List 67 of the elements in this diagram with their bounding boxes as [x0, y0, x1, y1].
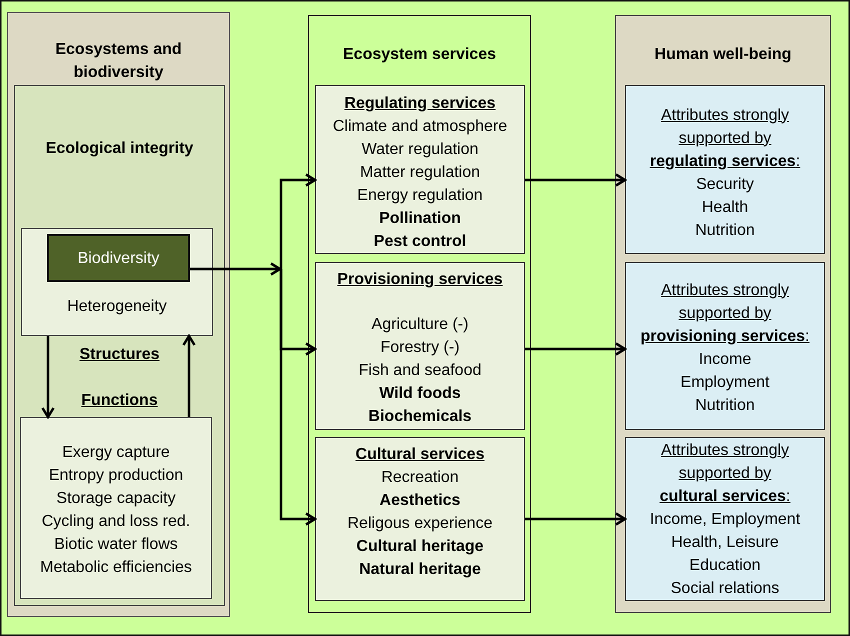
box-label: Biodiversity [78, 248, 160, 268]
list-item: Income, Employment [650, 510, 800, 530]
arrow [41, 336, 55, 418]
list-item: Education [689, 556, 761, 576]
arrow [525, 173, 626, 187]
list-item: Recreation [381, 468, 459, 488]
text-box [21, 228, 213, 336]
section-heading: Regulating services [344, 94, 496, 114]
list-item: Energy regulation [357, 186, 483, 206]
section-heading: Structures [79, 344, 160, 364]
section-heading: Provisioning services [337, 270, 503, 290]
list-item: Health [702, 198, 748, 218]
section-heading: Functions [81, 390, 158, 410]
text-box [315, 85, 525, 254]
list-item: Biotic water flows [54, 534, 178, 554]
list-item: Pollination [379, 208, 461, 228]
section-heading: Attributes strongly supported by regulating services: [648, 106, 802, 172]
list-item: Exergy capture [62, 442, 170, 462]
section-heading: Cultural services [356, 444, 484, 464]
section-heading: Attributes strongly supported by provisioning services: [640, 280, 810, 346]
list-item: Matter regulation [360, 162, 480, 182]
arrow [525, 342, 626, 356]
column-panel [615, 15, 831, 613]
panel-title: Ecological integrity [46, 138, 194, 158]
list-item: Wild foods [379, 384, 461, 404]
list-item: Agriculture (-) [372, 314, 468, 334]
list-item: Natural heritage [359, 560, 481, 580]
column-panel [7, 12, 230, 617]
list-item: Cultural heritage [356, 536, 484, 556]
list-item: Health, Leisure [671, 533, 779, 553]
list-item: Storage capacity [56, 488, 176, 508]
list-item: Pest control [374, 232, 466, 252]
list-item: Social relations [670, 579, 780, 599]
list-item: Climate and atmosphere [332, 116, 508, 136]
list-item: Fish and seafood [358, 360, 482, 380]
text-box [315, 437, 525, 601]
arrow [280, 173, 316, 269]
list-item: Cycling and loss red. [42, 512, 190, 532]
inner-panel [14, 85, 225, 606]
list-item: Nutrition [695, 396, 755, 416]
section-heading: Attributes strongly supported by cultural services: [658, 441, 792, 507]
list-item: Forestry (-) [380, 338, 460, 358]
text-box [625, 437, 825, 601]
panel-title: Ecosystem services [343, 44, 496, 64]
text-box [625, 262, 825, 430]
text-box [625, 85, 825, 254]
column-panel [308, 15, 531, 613]
list-item: Income [698, 350, 752, 370]
list-item: Nutrition [695, 220, 755, 240]
list-item: Religous experience [348, 514, 492, 534]
list-item: Water regulation [362, 140, 478, 160]
panel-title: Ecosystems and biodiversity [54, 40, 183, 83]
arrow [280, 269, 316, 526]
highlight-box [47, 234, 190, 282]
text-box [20, 417, 212, 599]
list-item: Biochemicals [368, 406, 472, 426]
list-item: Metabolic efficiencies [40, 558, 192, 578]
list-item: Aesthetics [380, 490, 460, 510]
list-item: Entropy production [48, 466, 184, 486]
arrow [525, 512, 626, 526]
arrow [182, 334, 196, 417]
arrow [190, 262, 282, 276]
text-box [315, 262, 525, 430]
list-item: Security [696, 174, 754, 194]
list-item: Employment [680, 372, 770, 392]
panel-title: Human well-being [654, 44, 792, 64]
box-label: Heterogeneity [67, 296, 167, 316]
